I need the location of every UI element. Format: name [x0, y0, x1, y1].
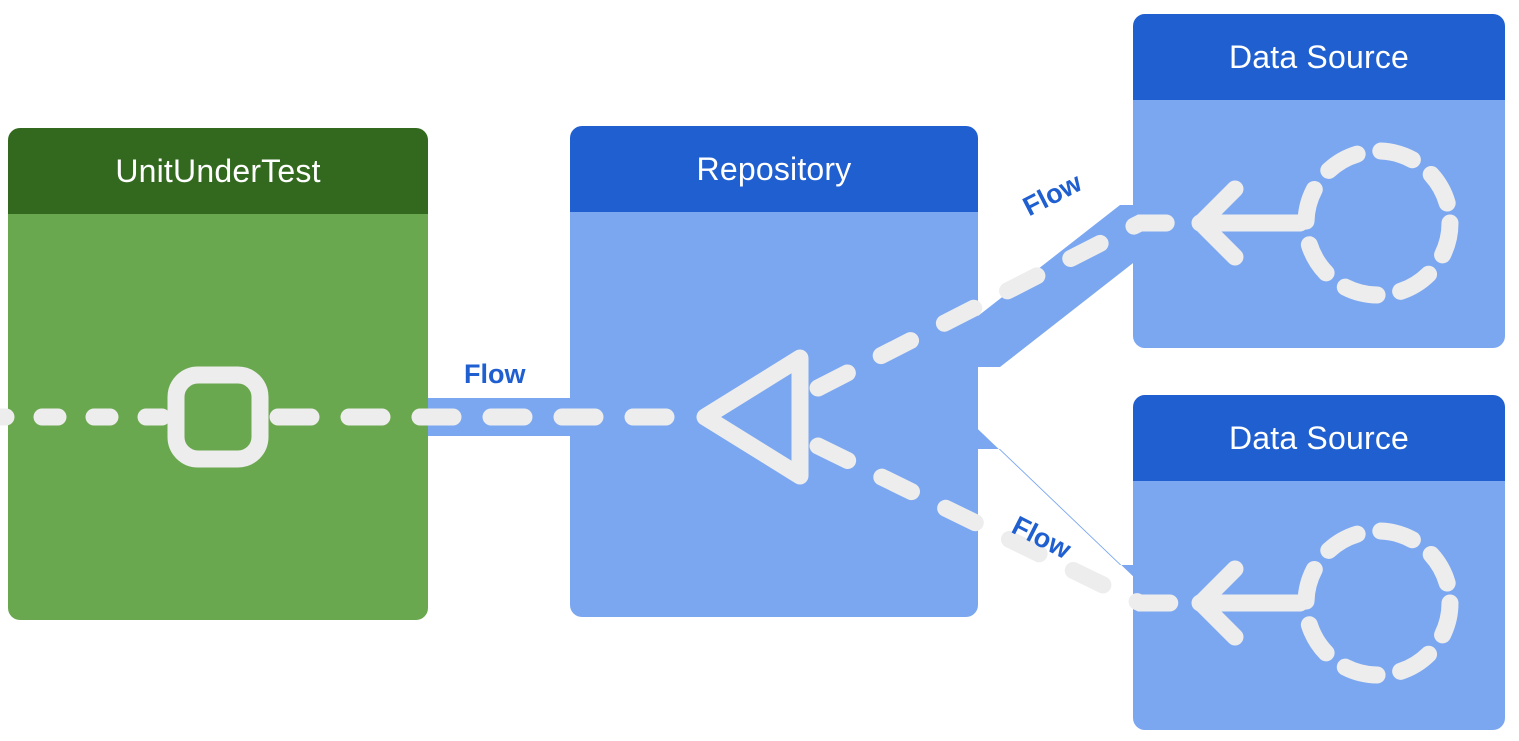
flow-upper-band — [960, 205, 1160, 367]
flow-label-main: Flow — [464, 359, 526, 389]
node-body-data-source-top — [1133, 100, 1505, 348]
node-unit-under-test[interactable]: UnitUnderTest — [8, 128, 428, 620]
node-data-source-top[interactable]: Data Source — [1133, 14, 1505, 348]
node-title-repository: Repository — [696, 151, 852, 187]
flow-label-lower: Flow — [1007, 510, 1076, 565]
node-title-data-source-bottom: Data Source — [1228, 420, 1410, 456]
node-title-unit-under-test: UnitUnderTest — [115, 153, 321, 189]
node-repository[interactable]: Repository — [570, 126, 978, 617]
flow-lower-band — [960, 412, 1160, 602]
node-data-source-bottom[interactable]: Data Source — [1133, 395, 1505, 730]
node-body-data-source-bottom — [1133, 481, 1505, 730]
node-body-unit-under-test — [8, 214, 428, 620]
node-header-repository: Repository — [570, 126, 978, 212]
node-header-data-source-bottom: Data Source — [1133, 395, 1505, 481]
node-header-unit-under-test: UnitUnderTest — [8, 128, 428, 214]
flow-label-upper: Flow — [1018, 167, 1087, 222]
node-header-data-source-top: Data Source — [1133, 14, 1505, 100]
node-title-data-source-top: Data Source — [1228, 39, 1410, 75]
node-body-repository — [570, 212, 978, 617]
